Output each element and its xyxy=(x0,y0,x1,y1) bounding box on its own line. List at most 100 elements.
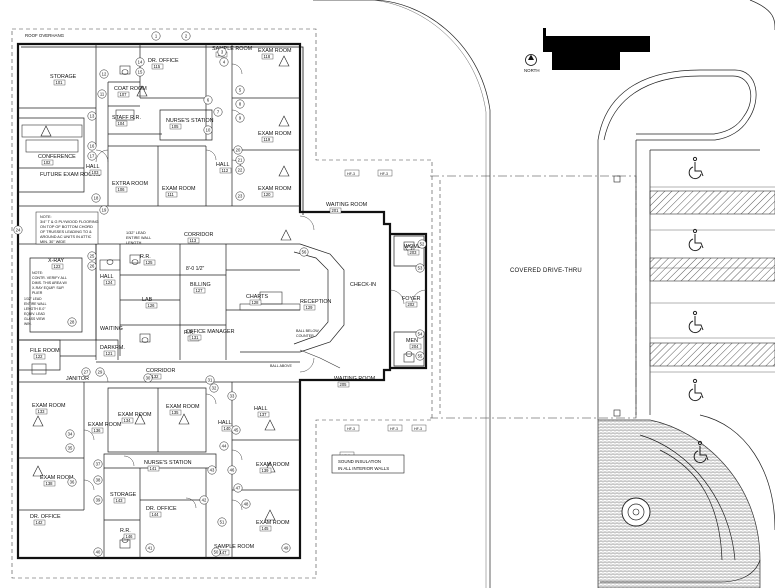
room-name: WAITING ROOM xyxy=(326,202,368,208)
room-name: FILE ROOM xyxy=(30,348,60,354)
door-tag-number: 48 xyxy=(244,501,249,506)
door-tag: 50 xyxy=(211,547,221,557)
door-tag-number: 13 xyxy=(90,113,95,118)
room-label: R.R.146 xyxy=(120,528,136,539)
door-tag-number: 10 xyxy=(206,127,211,132)
room-name: WOMEN xyxy=(404,244,425,250)
door-tag-circle xyxy=(151,31,161,41)
door-tag-number: 42 xyxy=(202,497,207,502)
plywood-note-line: OF TRUSSES LEADING TO & xyxy=(40,230,92,234)
xray-note-line: NOTE: xyxy=(32,271,43,275)
door-tag: 52 xyxy=(417,239,427,249)
door-tag-circle xyxy=(217,47,227,57)
door-tag-number: 22 xyxy=(238,167,243,172)
room-name: R.R. xyxy=(184,330,195,336)
room-name: STORAGE xyxy=(50,74,77,80)
room-number: 146 xyxy=(126,534,134,539)
door-tag: 19 xyxy=(99,205,109,215)
door-tag-number: 32 xyxy=(212,385,217,390)
sound-note-line: SOUND INSULATION xyxy=(338,459,381,464)
door-tag-circle xyxy=(93,547,103,557)
door-tag: 30 xyxy=(143,373,153,383)
room-label: STAFF R.R.104 xyxy=(112,115,141,127)
door-tag-circle xyxy=(99,69,109,79)
room-name: DR. OFFICE xyxy=(148,58,179,64)
door-tag: 51 xyxy=(217,517,227,527)
plywood-note-line: ON TOP OF BOTTOM CHORD xyxy=(40,225,93,229)
door-tag-number: 24 xyxy=(16,227,21,232)
door-tag-circle xyxy=(65,429,75,439)
door-tag: 13 xyxy=(87,111,97,121)
roof-overhang-label: ROOF OVERHANG xyxy=(25,33,65,38)
door-tag-number: 47 xyxy=(236,485,241,490)
room-number: 135 xyxy=(172,410,180,415)
door-tag: 24 xyxy=(13,225,23,235)
room-number-box xyxy=(407,249,420,256)
room-label: DARKRM.121 xyxy=(100,345,125,356)
ball-below-line: BALL BELOW xyxy=(296,329,319,333)
door-tag-circle xyxy=(207,465,217,475)
room-number-box xyxy=(145,302,158,309)
room-number: 107 xyxy=(120,92,128,97)
door-tag-circle xyxy=(87,261,97,271)
lead-note-line: LENGTH xyxy=(126,241,142,245)
room-name: EXAM ROOM xyxy=(258,186,292,192)
room-name: EXAM ROOM xyxy=(256,520,290,526)
room-number-box xyxy=(259,467,272,474)
room-number: 119 xyxy=(264,137,271,142)
door-tag-circle xyxy=(87,141,97,151)
door-tag-circle xyxy=(235,165,245,175)
lead-note2-line: GLASS VIEW xyxy=(24,317,46,321)
interior-walls xyxy=(18,44,425,558)
room-name: DR. OFFICE xyxy=(30,514,61,520)
room-number-box xyxy=(103,279,116,286)
door-tag-number: 35 xyxy=(68,445,73,450)
ball-below-line: COUNTER xyxy=(296,334,314,338)
door-tag: 55 xyxy=(415,351,425,361)
room-number: 202 xyxy=(408,302,416,307)
room-number: 126 xyxy=(148,303,156,308)
door-tag-circle xyxy=(67,317,77,327)
room-number-box xyxy=(33,353,46,360)
door-tag-circle xyxy=(415,263,425,273)
room-number: 145 xyxy=(262,526,270,531)
room-name: RECEPTION xyxy=(300,299,332,305)
door-tag: 26 xyxy=(87,261,97,271)
room-name: R.R. xyxy=(120,528,131,534)
room-number-box xyxy=(259,525,272,532)
door-tag: 10 xyxy=(203,125,213,135)
room-number: 204 xyxy=(412,344,420,349)
room-number: 113 xyxy=(190,238,197,243)
door-tag-number: 19 xyxy=(102,207,107,212)
door-tag-circle xyxy=(219,441,229,451)
room-name: EXTRA ROOM xyxy=(112,181,148,187)
room-number: 111 xyxy=(168,192,175,197)
door-tag-circle xyxy=(135,67,145,77)
door-tag: 46 xyxy=(227,465,237,475)
room-number: 123 xyxy=(54,264,62,269)
room-label: R.R.125 xyxy=(140,254,156,265)
door-tag-number: 20 xyxy=(236,147,241,152)
door-tag: 20 xyxy=(233,145,243,155)
door-tag-number: 38 xyxy=(96,477,101,482)
door-tag-circle xyxy=(235,85,245,95)
door-tag-number: 11 xyxy=(100,91,105,96)
door-tag: 53 xyxy=(415,263,425,273)
room-number-box xyxy=(115,186,128,193)
room-name: HALL xyxy=(216,162,230,168)
door-tag-number: 51 xyxy=(220,519,225,524)
door-tag-number: 55 xyxy=(418,353,423,358)
door-tag: 8 xyxy=(235,99,245,109)
room-number-box xyxy=(405,301,418,308)
room-number: 102 xyxy=(44,160,52,165)
room-number: 115 xyxy=(154,64,161,69)
